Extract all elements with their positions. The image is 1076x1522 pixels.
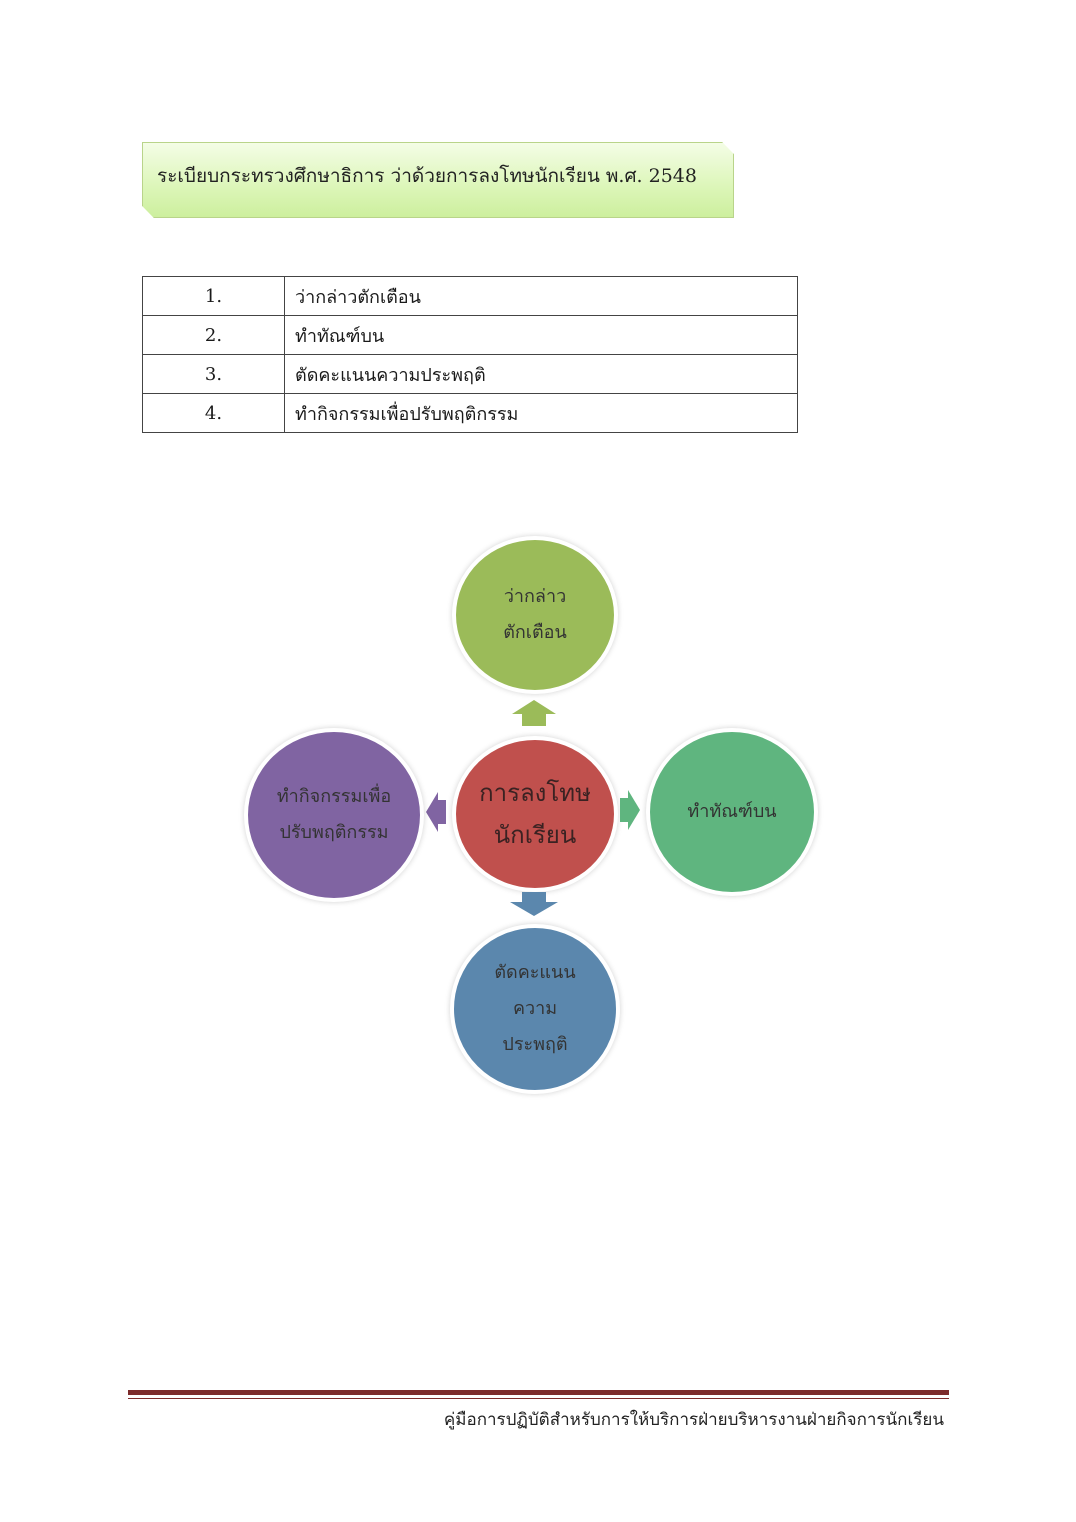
circle-label: ทำทัณฑ์บน [687,801,777,822]
circle-deduct-points: ตัดคะแนน ความ ประพฤติ [450,924,620,1094]
row-text: ทำทัณฑ์บน [284,315,798,355]
row-text: ทำกิจกรรมเพื่อปรับพฤติกรรม [284,393,798,433]
circle-label: ตัดคะแนน [494,962,576,983]
circle-label: การลงโทษ [479,779,591,807]
footer-divider [128,1390,949,1395]
table-row: 3. ตัดคะแนนความประพฤติ [142,354,798,394]
table-row: 1. ว่ากล่าวตักเตือน [142,276,798,316]
row-text: ว่ากล่าวตักเตือน [284,276,798,316]
circle-label: ความ [512,998,558,1019]
arrow-left-icon [426,792,446,832]
table-row: 4. ทำกิจกรรมเพื่อปรับพฤติกรรม [142,393,798,433]
arrow-right-icon [620,790,640,830]
title-box: ระเบียบกระทรวงศึกษาธิการ ว่าด้วยการลงโทษ… [142,142,734,218]
circle-verbal-warning: ว่ากล่าว ตักเตือน [452,536,618,694]
punishment-table: 1. ว่ากล่าวตักเตือน 2. ทำทัณฑ์บน 3. ตัดค… [142,276,798,433]
circle-label: นักเรียน [493,821,577,849]
row-number: 2. [142,315,285,355]
circle-student-punishment: การลงโทษ นักเรียน [452,736,618,892]
row-number: 4. [142,393,285,433]
arrow-down-icon [510,892,558,916]
page-title: ระเบียบกระทรวงศึกษาธิการ ว่าด้วยการลงโทษ… [157,165,697,187]
row-number: 1. [142,276,285,316]
circle-label: ตักเตือน [503,622,567,643]
circle-label: ว่ากล่าว [503,586,567,607]
footer-divider-thin [128,1398,949,1399]
circle-behavior-activity: ทำกิจกรรมเพื่อ ปรับพฤติกรรม [244,728,424,902]
circle-label: ทำกิจกรรมเพื่อ [276,786,392,807]
circle-probation: ทำทัณฑ์บน [646,728,818,896]
arrow-up-icon [512,700,556,726]
table-row: 2. ทำทัณฑ์บน [142,315,798,355]
circle-label: ปรับพฤติกรรม [279,822,389,843]
footer-text: คู่มือการปฏิบัติสำหรับการให้บริการฝ่ายบร… [443,1410,944,1430]
row-number: 3. [142,354,285,394]
row-text: ตัดคะแนนความประพฤติ [284,354,798,394]
circle-label: ประพฤติ [502,1034,568,1055]
